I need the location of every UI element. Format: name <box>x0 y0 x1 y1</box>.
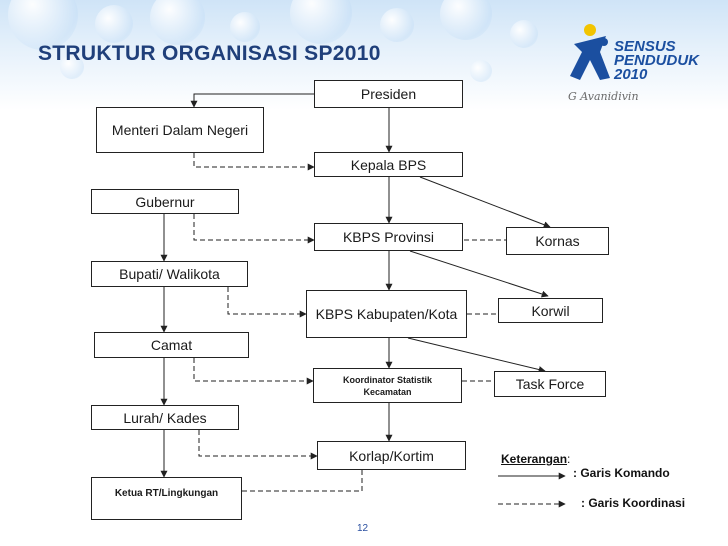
box-koordinator: Koordinator Statistik Kecamatan <box>313 368 462 403</box>
line-kbpskab-taskforce <box>407 337 546 373</box>
legend-heading: Keterangan: <box>501 452 570 466</box>
box-task-force: Task Force <box>494 371 606 397</box>
box-kepala-bps: Kepala BPS <box>314 152 463 177</box>
dash-lurah-korlap <box>198 430 318 460</box>
legend-koordinasi: : Garis Koordinasi <box>581 496 686 510</box>
box-menteri: Menteri Dalam Negeri <box>96 107 264 153</box>
box-gubernur: Gubernur <box>91 189 239 214</box>
box-korlap: Korlap/Kortim <box>317 441 466 470</box>
box-bupati: Bupati/ Walikota <box>91 261 248 287</box>
legend-heading-colon: : <box>567 452 571 466</box>
sensus-penduduk-logo: SENSUS PENDUDUK 2010 <box>566 22 716 88</box>
logo-line-3: 2010 <box>614 66 648 83</box>
legend-heading-label: Keterangan <box>501 452 568 466</box>
box-korwil: Korwil <box>498 298 603 323</box>
census-figure-icon <box>570 24 610 80</box>
page-number: 12 <box>357 523 369 534</box>
logo-signature: G Avanidivin <box>568 90 639 103</box>
legend-komando: : Garis Komando <box>573 466 670 480</box>
line-kepala-kornas <box>419 176 551 229</box>
dash-camat-koord <box>193 358 314 385</box>
logo-line-1: SENSUS <box>614 38 676 55</box>
box-kbps-provinsi: KBPS Provinsi <box>314 223 463 251</box>
dash-ketuart-korlap <box>242 470 363 492</box>
line-presiden-menteri <box>190 93 314 108</box>
page-title: STRUKTUR ORGANISASI SP2010 <box>38 42 381 65</box>
logo-line-2: PENDUDUK <box>614 52 700 69</box>
dash-gubernur-kbpsprov <box>193 214 315 244</box>
box-presiden: Presiden <box>314 80 463 108</box>
box-ketua-rt: Ketua RT/Lingkungan <box>91 477 242 520</box>
dash-bupati-kbpskab <box>227 287 307 318</box>
box-kornas: Kornas <box>506 227 609 255</box>
box-kbps-kabupaten: KBPS Kabupaten/Kota <box>306 290 467 338</box>
box-lurah: Lurah/ Kades <box>91 405 239 430</box>
box-camat: Camat <box>94 332 249 358</box>
line-kbpsprov-korwil <box>409 250 549 298</box>
dash-menteri-kepala <box>193 153 315 171</box>
